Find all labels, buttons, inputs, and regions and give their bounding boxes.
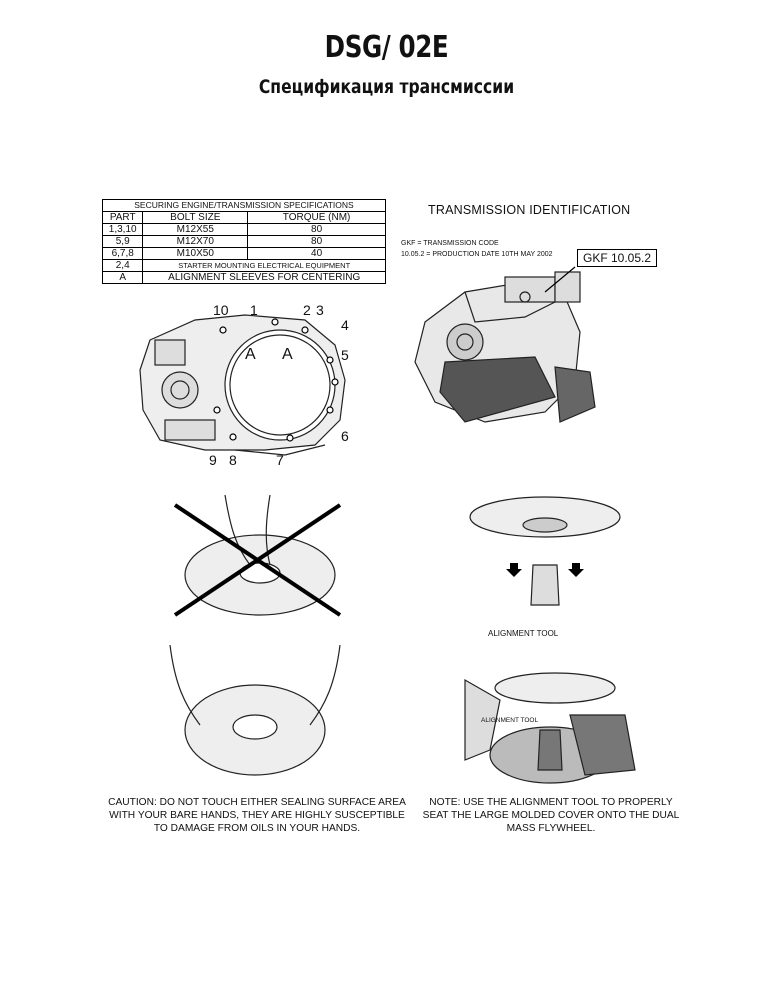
cell-bolt: M12X55 [142, 223, 249, 236]
table-row: 6,7,8 M10X50 40 [101, 247, 386, 260]
transmission-code-line: GKF = TRANSMISSION CODE [401, 240, 499, 247]
label-1: 1 [250, 302, 258, 318]
cell-bolt: M12X70 [142, 235, 249, 248]
table-row: 1,3,10 M12X55 80 [101, 223, 386, 236]
table-row: 2,4 STARTER MOUNTING ELECTRICAL EQUIPMEN… [101, 259, 386, 272]
table-row: 5,9 M12X70 80 [101, 235, 386, 248]
cell-desc: STARTER MOUNTING ELECTRICAL EQUIPMENT [142, 259, 386, 272]
cover-alignment-illustration [469, 496, 621, 606]
label-9: 9 [209, 452, 217, 468]
col-header-bolt-size: BOLT SIZE [142, 211, 249, 224]
label-4: 4 [341, 317, 349, 333]
col-header-part: PART [101, 211, 144, 224]
label-7: 7 [276, 452, 284, 468]
label-2: 2 [303, 302, 311, 318]
spec-table-caption: SECURING ENGINE/TRANSMISSION SPECIFICATI… [102, 199, 386, 212]
transmission-illustration [414, 266, 596, 423]
cell-part: A [101, 271, 144, 284]
label-3: 3 [316, 302, 324, 318]
bell-housing-diagram [139, 314, 346, 456]
cell-part: 5,9 [101, 235, 144, 248]
page-title: DSG/ 02E [324, 30, 449, 65]
label-a-left: A [245, 346, 256, 363]
label-6: 6 [341, 428, 349, 444]
label-10: 10 [213, 302, 229, 318]
caution-caption: CAUTION: DO NOT TOUCH EITHER SEALING SUR… [108, 797, 406, 834]
cell-part: 2,4 [101, 259, 144, 272]
label-8: 8 [229, 452, 237, 468]
cell-desc: ALIGNMENT SLEEVES FOR CENTERING [142, 271, 386, 284]
cell-part: 1,3,10 [101, 223, 144, 236]
spec-table: SECURING ENGINE/TRANSMISSION SPECIFICATI… [101, 199, 386, 284]
gkf-tag: GKF 10.05.2 [577, 249, 658, 267]
production-date-line: 10.05.2 = PRODUCTION DATE 10TH MAY 2002 [401, 251, 553, 258]
identification-title: TRANSMISSION IDENTIFICATION [428, 203, 631, 217]
cell-torque: 40 [247, 247, 386, 260]
cell-torque: 80 [247, 235, 386, 248]
alignment-tool-label-bottom: ALIGNMENT TOOL [481, 717, 539, 724]
installation-illustration [464, 672, 636, 784]
col-header-torque: TORQUE (NM) [247, 211, 386, 224]
table-row: A ALIGNMENT SLEEVES FOR CENTERING [101, 271, 386, 284]
cell-bolt: M10X50 [142, 247, 249, 260]
label-a-right: A [282, 346, 293, 363]
incorrect-handling-illustration [173, 495, 342, 617]
correct-handling-illustration [169, 645, 341, 776]
label-5: 5 [341, 347, 349, 363]
alignment-tool-label-top: ALIGNMENT TOOL [488, 629, 559, 638]
page-subtitle: Спецификация трансмиссии [258, 76, 515, 98]
cell-torque: 80 [247, 223, 386, 236]
note-caption: NOTE: USE THE ALIGNMENT TOOL TO PROPERLY… [422, 797, 680, 834]
cell-part: 6,7,8 [101, 247, 144, 260]
